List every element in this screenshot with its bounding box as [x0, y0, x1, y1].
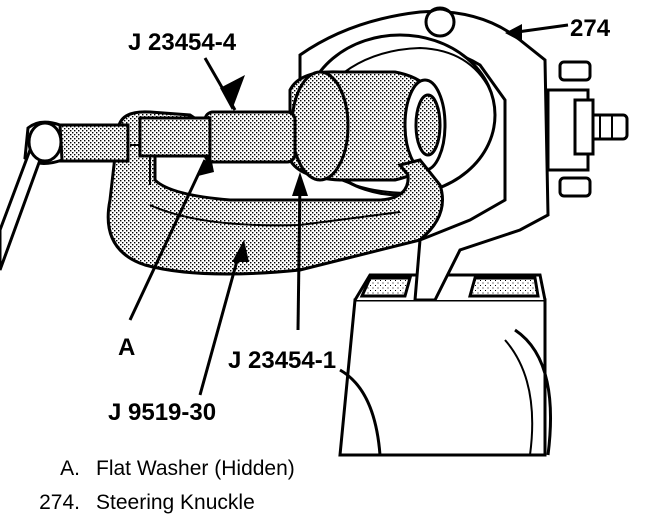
legend-item: 274. Steering Knuckle [0, 486, 656, 520]
callout-j23454-4: J 23454-4 [128, 29, 237, 56]
forcing-screw [56, 110, 297, 164]
callout-a: A [118, 334, 135, 361]
support-block [338, 273, 552, 457]
receiver-cup [288, 70, 447, 182]
legend-item: A. Flat Washer (Hidden) [0, 452, 656, 486]
legend: A. Flat Washer (Hidden) 274. Steering Kn… [0, 452, 656, 520]
legend-text: Flat Washer (Hidden) [96, 457, 295, 480]
leader-lines [128, 23, 569, 456]
legend-text: Steering Knuckle [96, 491, 255, 514]
legend-key: A. [60, 457, 80, 480]
legend-key: 274. [39, 491, 80, 514]
screw-handle [0, 120, 64, 271]
callout-274: 274 [570, 15, 611, 42]
callout-j23454-1: J 23454-1 [228, 347, 336, 374]
callout-j9519-30: J 9519-30 [108, 399, 216, 426]
